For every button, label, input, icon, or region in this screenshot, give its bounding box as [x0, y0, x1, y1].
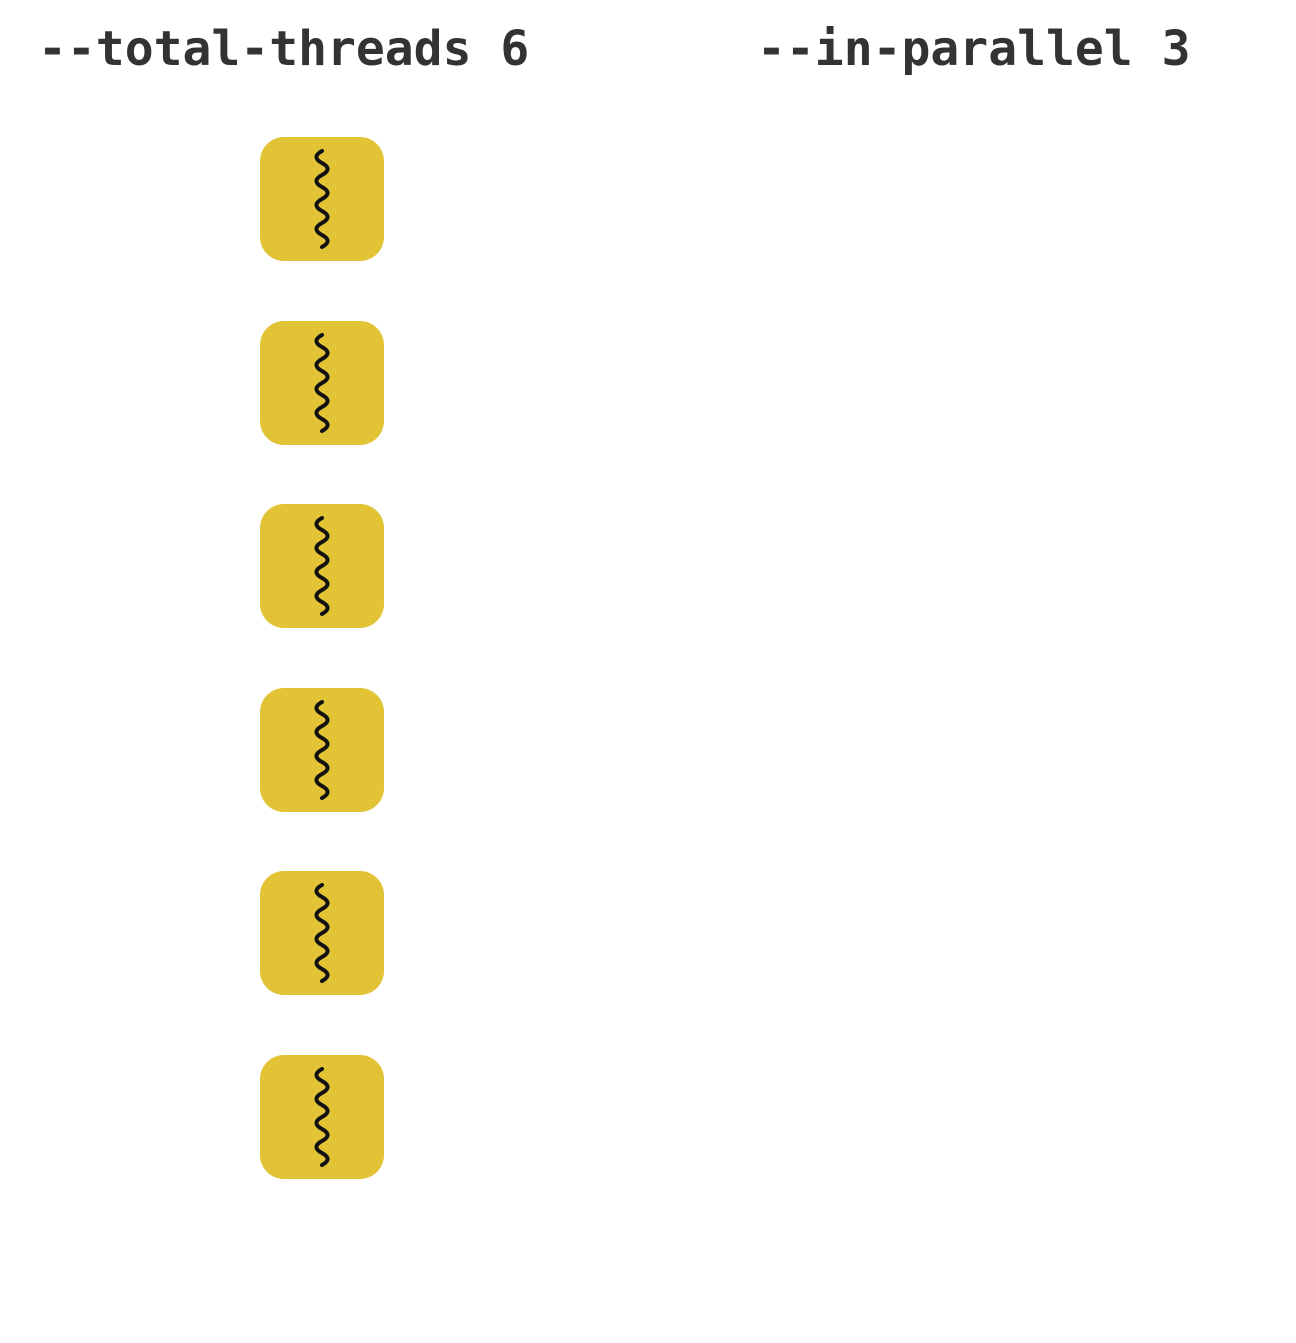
total-threads-label: --total-threads 6 — [38, 21, 530, 77]
thread-tile — [260, 1055, 384, 1179]
thread-wavy-icon — [314, 149, 330, 249]
thread-wavy-icon — [314, 516, 330, 617]
thread-wavy-icon — [314, 699, 330, 800]
thread-wavy-icon — [314, 332, 330, 433]
thread-tile — [260, 871, 384, 996]
thread-tile — [260, 504, 384, 629]
thread-tile — [260, 137, 384, 261]
thread-wavy-icon — [314, 1067, 330, 1167]
thread-tile — [260, 687, 384, 812]
thread-wavy-icon — [314, 883, 330, 984]
thread-tile — [260, 320, 384, 445]
in-parallel-label: --in-parallel 3 — [757, 21, 1191, 77]
